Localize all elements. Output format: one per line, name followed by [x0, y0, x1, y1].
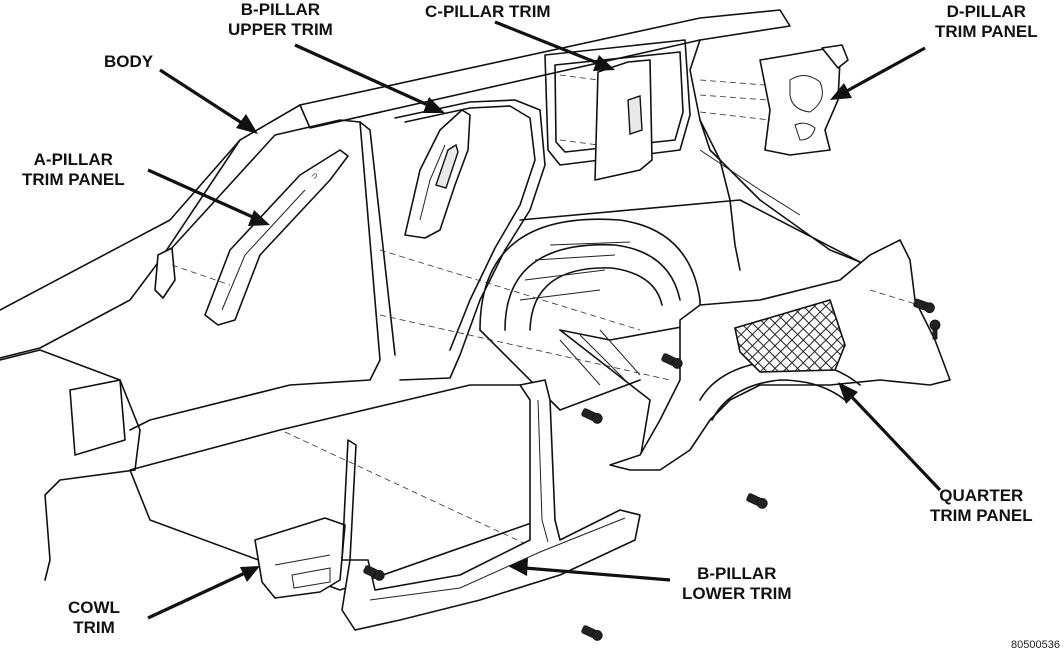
a-pillar-trim-panel: ⊃ — [204, 149, 349, 326]
b-pillar-lower-trim — [341, 379, 641, 631]
d-pillar-trim-panel — [699, 44, 849, 156]
door-seal-strip — [341, 439, 357, 561]
cowl-trim — [254, 517, 346, 599]
c-pillar-trim — [559, 59, 653, 181]
label-quarter-trim-panel: QUARTER TRIM PANEL — [930, 486, 1033, 525]
arrow-body — [159, 68, 258, 134]
figure-number: 80500536 — [1011, 639, 1060, 651]
label-body: BODY — [104, 52, 154, 71]
quarter-trim-panel — [609, 239, 951, 471]
arrow-a-pillar — [147, 168, 270, 226]
leader-arrows — [147, 20, 942, 620]
label-a-pillar-trim-panel: A-PILLAR TRIM PANEL — [22, 150, 125, 189]
label-b-pillar-lower-trim: B-PILLAR LOWER TRIM — [682, 564, 792, 603]
arrow-cowl — [147, 566, 260, 620]
label-cowl-trim: COWL TRIM — [68, 598, 120, 637]
label-d-pillar-trim-panel: D-PILLAR TRIM PANEL — [935, 2, 1038, 41]
a-pillar-bracket — [154, 247, 231, 299]
fastener-screw — [661, 353, 683, 369]
arrow-b-pillar-lower — [508, 558, 671, 582]
fastener-screw — [746, 493, 768, 509]
label-b-pillar-upper-trim: B-PILLAR UPPER TRIM — [228, 0, 333, 39]
fastener-screw — [913, 298, 935, 314]
svg-text:⊃: ⊃ — [309, 170, 320, 181]
fasteners — [363, 298, 941, 641]
fastener-screw — [581, 408, 603, 424]
label-c-pillar-trim: C-PILLAR TRIM — [425, 2, 551, 21]
arrow-c-pillar — [494, 20, 615, 71]
arrow-b-pillar-upper — [294, 43, 445, 113]
arrow-quarter — [838, 382, 942, 492]
fastener-screw — [363, 565, 385, 581]
b-pillar-upper-trim — [404, 109, 471, 239]
fastener-screw — [581, 625, 603, 641]
fastener-clip — [929, 319, 941, 340]
arrow-d-pillar — [830, 46, 926, 100]
